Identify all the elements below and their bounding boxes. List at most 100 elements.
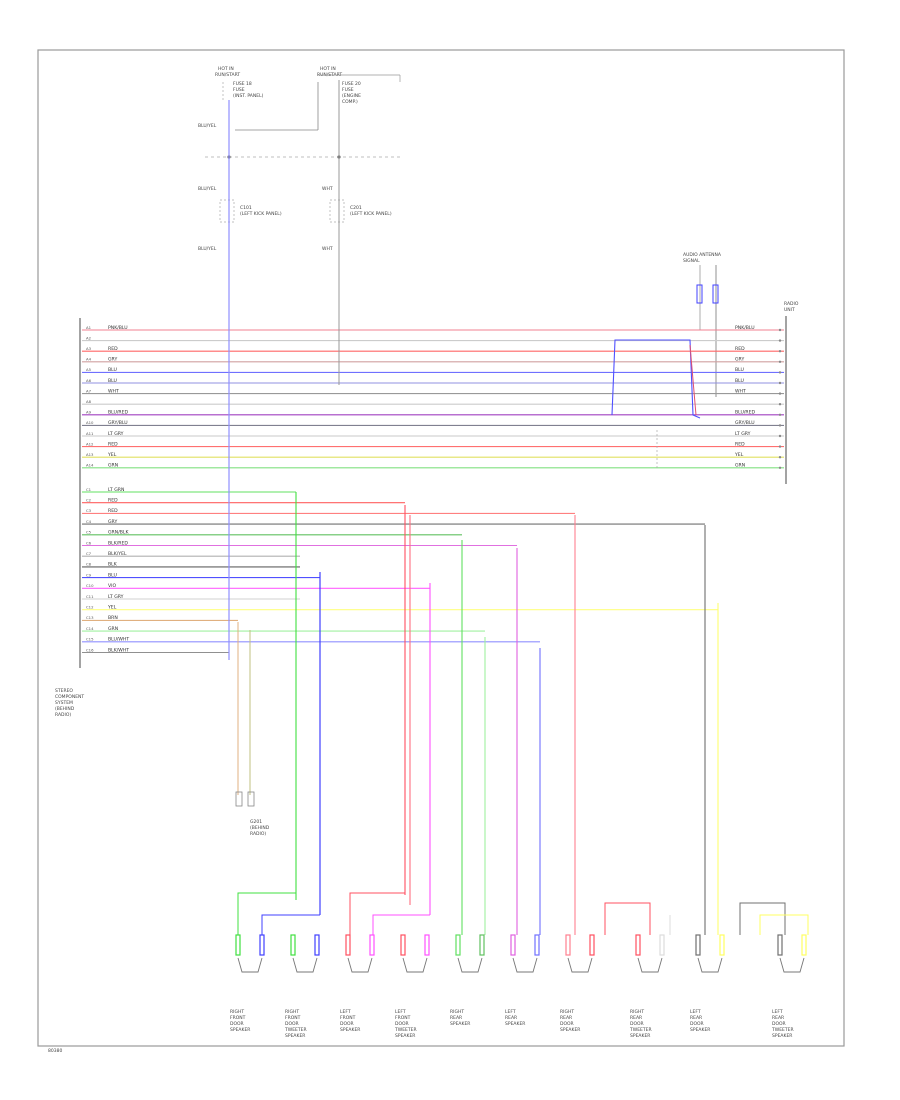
speaker-icon [292,957,318,973]
wire-code: LT GRY [108,594,124,600]
pin-label: A13 [86,452,94,457]
upper-bus-wire: A2 [82,335,784,342]
speaker-label: REAR [450,1015,462,1021]
speaker-terminal [510,934,516,956]
power-feed-section: HOT IN RUN/START HOT IN RUN/START FUSE 1… [198,66,401,252]
speaker-label: LEFT [690,1009,701,1015]
pin-label: A5 [86,367,92,372]
antenna-label: SIGNAL [683,258,700,264]
wire-color-label: WHT [322,186,333,192]
speaker-label: RIGHT [285,1009,299,1015]
wire-code: LT GRN [108,487,124,493]
speaker-terminal [235,934,241,956]
wire-code: RED [108,346,118,352]
antenna-label: AUDIO ANTENNA [683,252,722,258]
speaker-terminal [589,934,595,956]
speaker-terminal [635,934,641,956]
pin-label: A1 [86,325,92,330]
speaker-label: REAR [772,1015,784,1021]
speaker-icon [512,957,538,973]
speaker-terminal [314,934,320,956]
wire-code: GRN/BLK [108,530,129,536]
speaker-label: LEFT [340,1009,351,1015]
pin-label: A8 [86,399,92,404]
wire-code: BLK/WHT [108,647,129,653]
ground-label: (BEHIND [250,825,270,831]
wire-code-right: BLU/RED [735,410,755,416]
speaker-terminal [565,934,571,956]
wire-code: BLK [108,562,118,568]
fuse-label: COMP.) [342,99,358,105]
speaker-terminal [659,934,665,956]
speaker-terminal [479,934,485,956]
terminal-dot [778,403,782,406]
wire-code-right: GRY [735,357,744,363]
fuse-label: FUSE 20 [342,81,361,87]
wire-code: BLU [108,378,117,384]
speaker-label: REAR [630,1015,642,1021]
lower-bus-wire: C1 LT GRN [82,487,296,493]
wire-code: BLK/YEL [108,551,127,557]
speaker-label: RIGHT [560,1009,574,1015]
wire-code: WHT [108,388,119,394]
pin-label: C12 [86,605,94,610]
speaker-icon [237,957,263,973]
pin-label: C14 [86,626,94,631]
pin-label: A11 [86,431,94,436]
pin-label: A9 [86,410,92,415]
wire-code-right: BLU [735,378,744,384]
fuse-label: (INST. PANEL) [233,93,264,99]
pin-label: C1 [86,487,92,492]
pin-label: A3 [86,346,92,351]
speaker-label: FRONT [395,1015,411,1021]
speaker-label: REAR [560,1015,572,1021]
speaker-label: RIGHT [630,1009,644,1015]
radio-unit-connector: RADIO UNIT [784,301,799,484]
wire-color-label: BLU/YEL [198,246,217,252]
speaker-label: TWEETER [394,1027,417,1033]
upper-bus-wire: A9 BLU/RED BLU/RED [82,410,784,416]
wire-code-right: GRY/BLU [735,420,755,426]
wire-code: YEL [107,605,117,611]
connector-label: (LEFT KICK PANEL) [240,211,282,217]
unit-label: COMPONENT [55,694,84,700]
ground-label: RADIO) [250,831,266,837]
wire-color-label: WHT [322,246,333,252]
speaker-terminal [801,934,807,956]
speaker-label: TWEETER [629,1027,652,1033]
wire-code-right: BLU [735,367,744,373]
unit-label: (BEHIND [55,706,75,712]
terminal-dot [778,456,782,459]
speaker-label: SPEAKER [772,1033,792,1039]
feed-label: HOT IN [218,66,234,72]
connector-label: C201 [350,205,362,211]
speaker-label: REAR [690,1015,702,1021]
speaker-terminal [345,934,351,956]
unit-label: SYSTEM [55,700,73,706]
wire-code: BLU/RED [108,410,128,416]
speaker-label: DOOR [395,1021,409,1027]
wire-code: BLU [108,367,117,373]
wire-code-right: PNK/BLU [735,325,755,331]
terminal-dot [778,371,782,374]
speaker-terminal [400,934,406,956]
feed-label: RUN/START [215,72,240,78]
